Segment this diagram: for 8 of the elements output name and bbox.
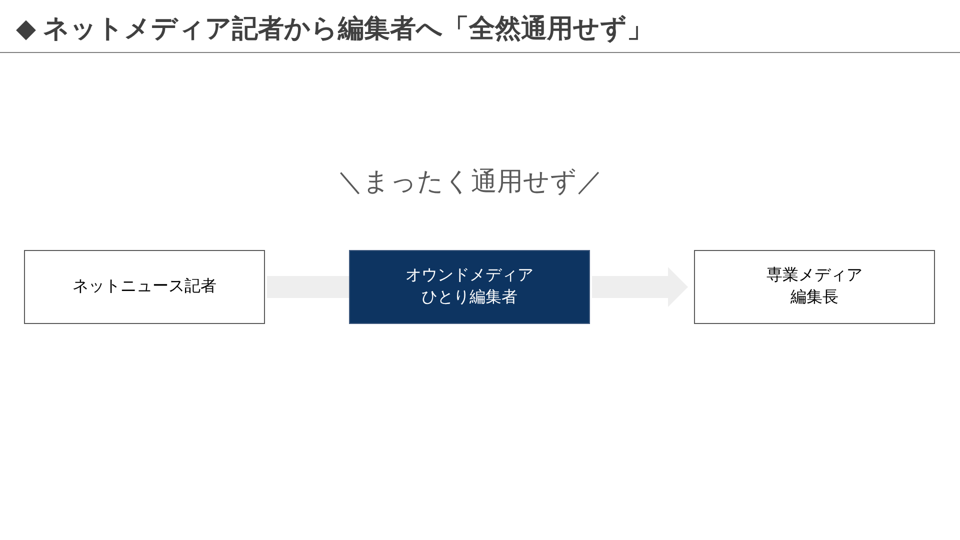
slide-title: ◆ ネットメディア記者から編集者へ「全然通用せず」 (16, 12, 654, 45)
node-label: オウンドメディアひとり編集者 (406, 266, 534, 308)
node-label: ネットニュース記者 (72, 276, 216, 297)
process-box (694, 250, 935, 324)
process-box (24, 250, 265, 324)
process-box (349, 250, 590, 324)
node-label: 専業メディア編集長 (766, 266, 862, 308)
callout-text: ＼まったく通用せず／ (337, 165, 603, 198)
